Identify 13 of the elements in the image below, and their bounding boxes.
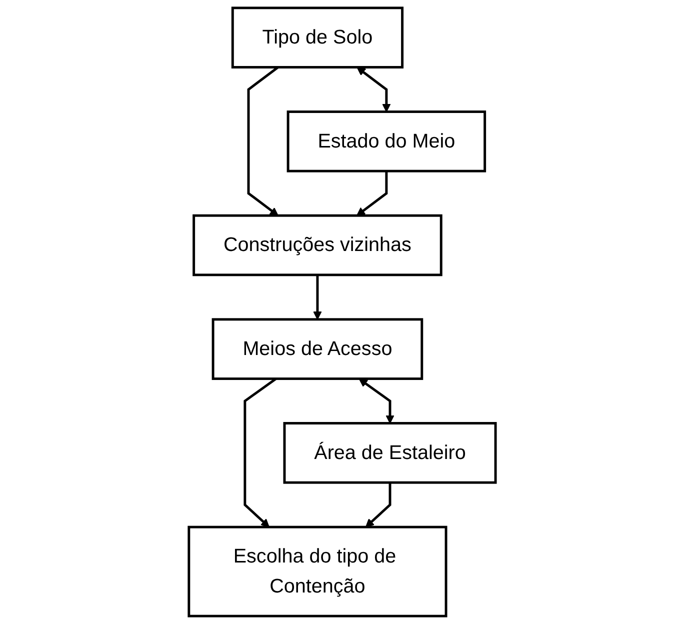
node-box: Construções vizinhas <box>192 214 442 276</box>
node-box: Tipo de Solo <box>231 6 404 68</box>
arrow <box>356 171 388 216</box>
arrow <box>358 378 394 424</box>
node-box: Escolha do tipo de Contenção <box>187 526 448 618</box>
arrow <box>312 274 322 320</box>
node-box: Estado do Meio <box>286 110 486 172</box>
arrow <box>243 378 277 528</box>
node-box: Meios de Acesso <box>212 318 423 380</box>
arrow <box>247 66 279 216</box>
arrow <box>356 67 391 112</box>
arrow <box>365 482 392 528</box>
node-box: Área de Estaleiro <box>283 422 497 484</box>
